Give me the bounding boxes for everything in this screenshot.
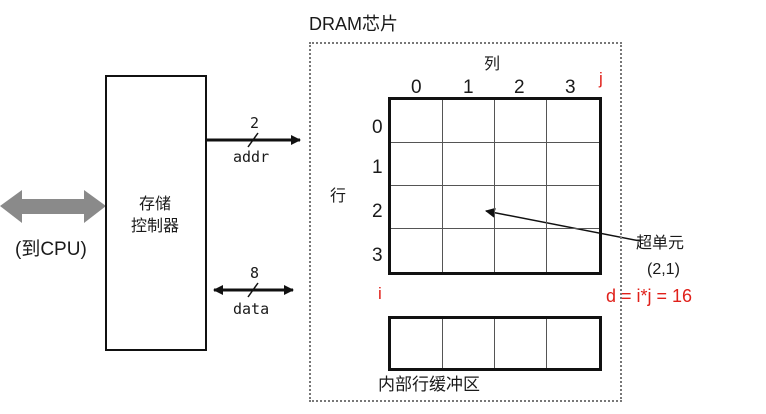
formula-annotation: d = i*j = 16 — [606, 286, 693, 306]
data-bus-arrow — [213, 282, 294, 298]
cell-1-3 — [547, 143, 599, 186]
cell-0-0 — [391, 100, 443, 143]
cell-1-1 — [443, 143, 495, 186]
row-index-var: i — [378, 284, 382, 303]
column-label-3: 3 — [565, 77, 576, 98]
cell-1-0 — [391, 143, 443, 186]
row-label-3: 3 — [372, 245, 383, 266]
row-buffer-cell — [443, 319, 495, 368]
addr-bus-label: addr — [233, 148, 270, 166]
cpu-label: (到CPU) — [15, 239, 87, 260]
cell-2-1 — [443, 186, 495, 229]
column-label-1: 1 — [463, 77, 474, 98]
row-buffer-cell — [495, 319, 547, 368]
data-bus-label: data — [233, 300, 270, 318]
internal-row-buffer — [388, 316, 602, 371]
row-label-1: 1 — [372, 157, 383, 178]
cell-0-1 — [443, 100, 495, 143]
dram-cell-array — [388, 97, 602, 275]
row-label-0: 0 — [372, 117, 383, 138]
dram-chip-title: DRAM芯片 — [309, 14, 398, 34]
cell-3-2 — [495, 229, 547, 272]
supercell-coordinates: (2,1) — [647, 261, 680, 278]
supercell-pointer-arrow — [485, 207, 641, 242]
column-index-var: j — [599, 69, 603, 88]
row-buffer-label: 内部行缓冲区 — [378, 375, 480, 395]
column-label-0: 0 — [411, 77, 422, 98]
addr-bus-arrow — [207, 132, 301, 148]
supercell-label: 超单元 — [636, 233, 685, 252]
cpu-bus-arrow — [0, 190, 106, 223]
controller-label-line2: 控制器 — [131, 216, 180, 235]
row-buffer-cell — [547, 319, 599, 368]
row-label-2: 2 — [372, 201, 383, 222]
column-label-2: 2 — [514, 77, 525, 98]
cell-3-0 — [391, 229, 443, 272]
row-title: 行 — [330, 186, 347, 205]
cell-3-3 — [547, 229, 599, 272]
column-title: 列 — [484, 54, 501, 73]
cell-2-0 — [391, 186, 443, 229]
addr-bus-width: 2 — [250, 114, 260, 132]
data-bus-width: 8 — [250, 264, 260, 282]
memory-controller-box — [105, 75, 207, 351]
cell-2-2 — [495, 186, 547, 229]
controller-label-line1: 存储 — [139, 194, 172, 213]
cell-2-3 — [547, 186, 599, 229]
cell-1-2 — [495, 143, 547, 186]
dram-chip-frame — [309, 42, 622, 402]
cell-0-2 — [495, 100, 547, 143]
cell-3-1 — [443, 229, 495, 272]
cell-0-3 — [547, 100, 599, 143]
row-buffer-cell — [391, 319, 443, 368]
